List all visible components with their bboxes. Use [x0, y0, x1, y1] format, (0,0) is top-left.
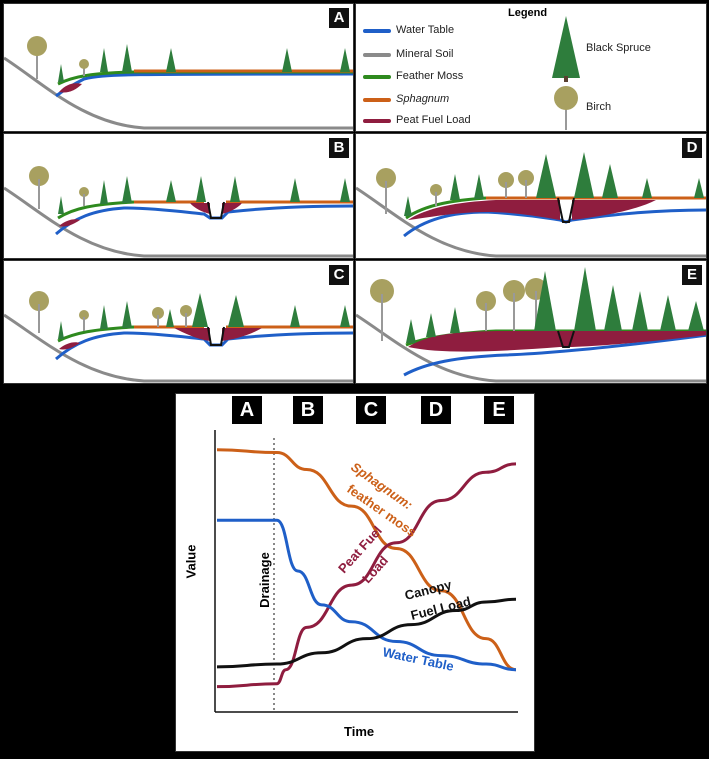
legend-title: Legend	[508, 7, 548, 19]
panel-a-illustration	[4, 36, 353, 130]
panel-stage-e: E	[355, 260, 707, 384]
stage-label-d: D	[421, 396, 451, 424]
black-spruce-icon	[552, 16, 580, 82]
panel-stage-a: A	[3, 3, 354, 132]
series-line-water-table	[217, 518, 517, 672]
stage-label-b: B	[293, 396, 323, 424]
panel-stage-c: C	[3, 260, 354, 384]
stage-label-a: A	[232, 396, 262, 424]
panel-stage-d: D	[355, 133, 707, 259]
peat-label-line2: Load	[359, 553, 391, 586]
stage-label-e: E	[484, 396, 514, 424]
series-line-peat-fuel-load	[216, 462, 517, 689]
legend-black-spruce: Black Spruce	[586, 42, 651, 54]
panel-d-label: D	[682, 138, 702, 158]
panel-c-illustration	[4, 291, 353, 383]
spruce-group	[58, 44, 350, 82]
panel-a-label: A	[329, 8, 349, 28]
chart-plot-area: Drainage Sphagnum: feather moss Peat Fue…	[214, 430, 518, 713]
x-axis-title: Time	[344, 724, 375, 739]
y-axis-title: Value	[183, 544, 199, 579]
legend: Legend Water Table Mineral Soil Feather …	[355, 3, 707, 132]
legend-water-table: Water Table	[363, 24, 454, 36]
legend-birch: Birch	[586, 101, 612, 113]
legend-mineral-soil: Mineral Soil	[363, 48, 453, 60]
panel-c-label: C	[329, 265, 349, 285]
drainage-label: Drainage	[257, 552, 272, 608]
panel-d-illustration	[356, 152, 706, 258]
birch-icon	[554, 86, 578, 130]
series-line-sphagnum-feather-moss	[216, 448, 517, 672]
legend-sphagnum: Sphagnum	[363, 93, 449, 105]
birch-tree	[27, 36, 47, 79]
panel-e-label: E	[682, 265, 702, 285]
panel-b-label: B	[329, 138, 349, 158]
legend-peat-fuel-load: Peat Fuel Load	[363, 114, 471, 126]
panel-b-illustration	[4, 166, 353, 258]
stage-label-c: C	[356, 396, 386, 424]
legend-feather-moss: Feather Moss	[363, 70, 463, 82]
panel-stage-b: B	[3, 133, 354, 259]
panel-e-illustration	[356, 267, 706, 383]
succession-line-chart: A B C D E Drainage Sphagnum: feather mos…	[175, 393, 535, 752]
series-line-canopy-fuel-load	[216, 597, 517, 669]
birch-tree	[79, 59, 89, 76]
